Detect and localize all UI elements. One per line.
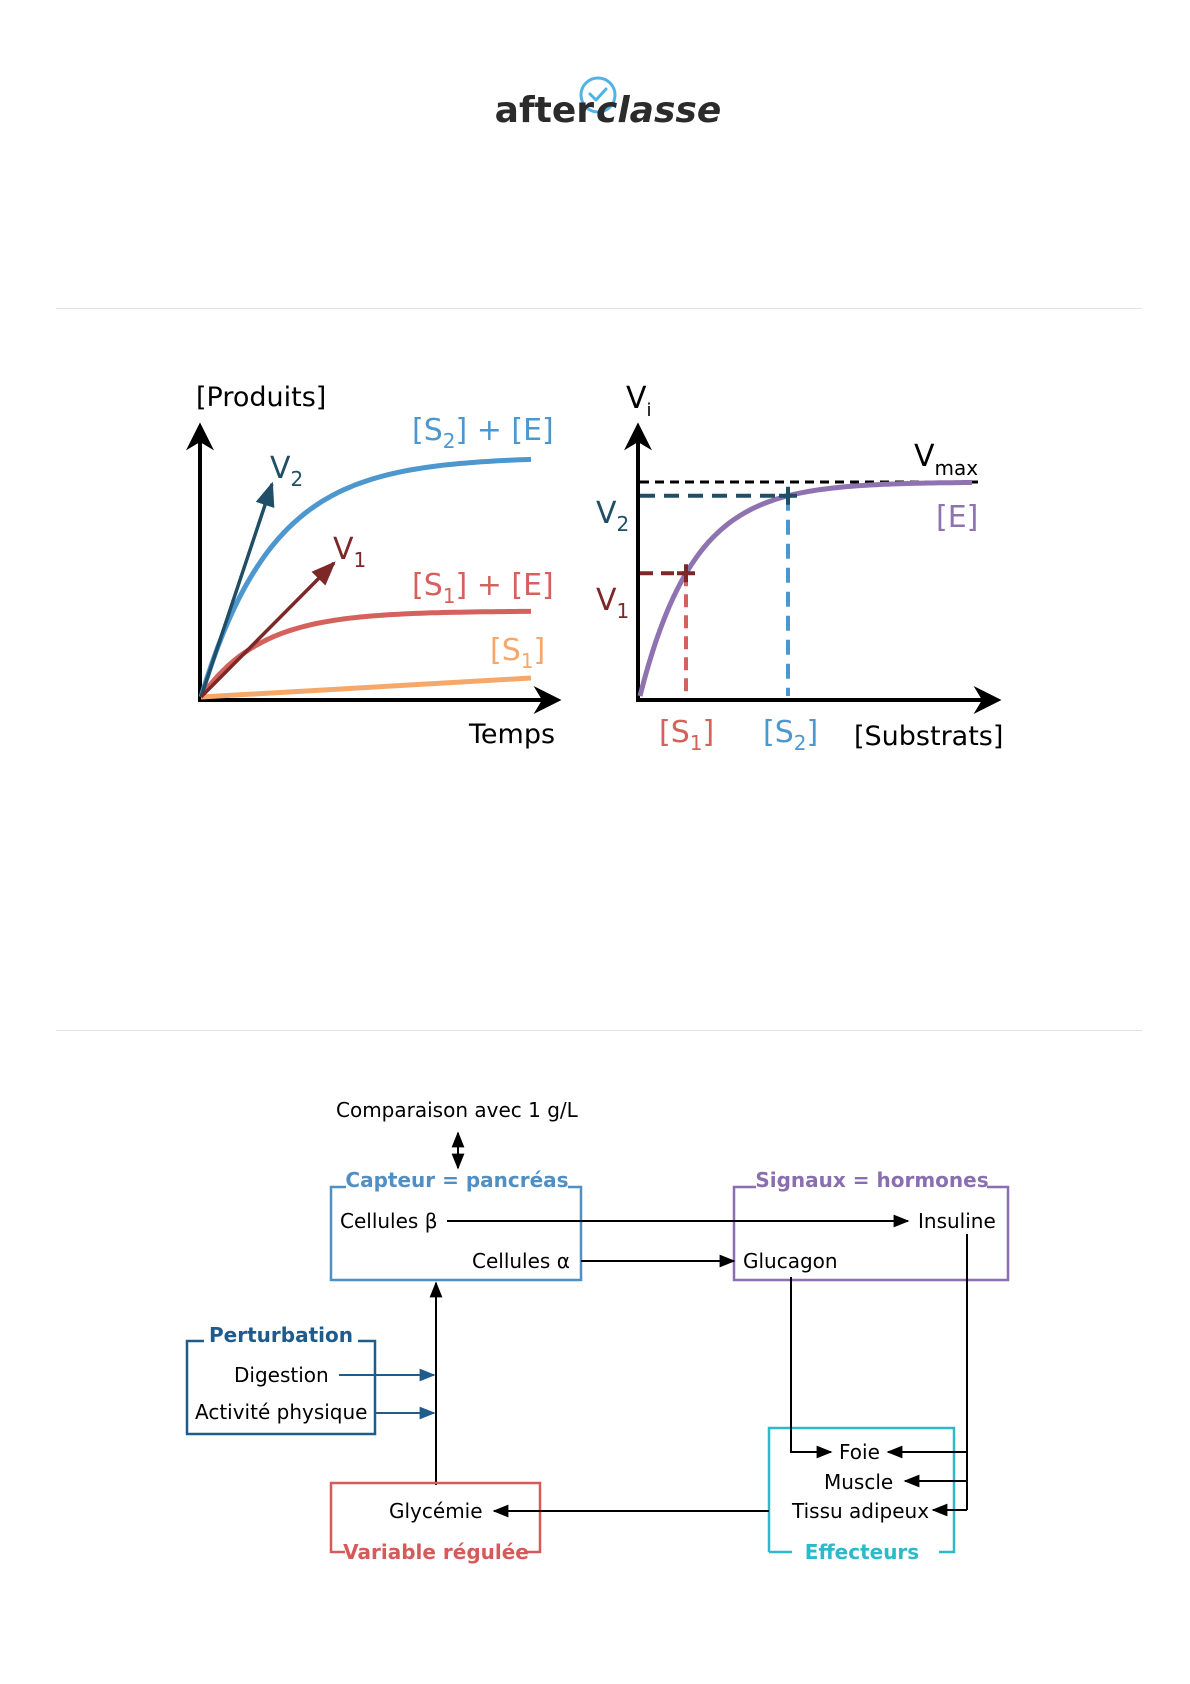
capteur-title: Capteur = pancréas — [345, 1168, 568, 1192]
tangent-label-v1: V1 — [333, 532, 366, 572]
glucagon-to-foie-arrow — [790, 1277, 833, 1459]
logo-clock-icon — [579, 76, 617, 114]
comparison-label: Comparaison avec 1 g/L — [336, 1098, 579, 1122]
divider — [56, 1030, 1142, 1031]
tangent-v2 — [199, 481, 275, 698]
y-axis-label: [Produits] — [196, 382, 326, 413]
signaux-title: Signaux = hormones — [755, 1168, 988, 1192]
effecteurs-box — [767, 1426, 956, 1554]
y-mark-v1: V1 — [596, 583, 629, 623]
michaelis-menten-curve — [637, 480, 972, 697]
glycemie-label: Glycémie — [389, 1499, 483, 1523]
y-mark-v2: V2 — [596, 496, 629, 536]
x-axis-label: Temps — [468, 719, 555, 750]
glycemia-regulation-diagram: Comparaison avec 1 g/L Capteur = pancréa… — [185, 1098, 1010, 1564]
series-line-s1-e — [198, 608, 531, 699]
variable-title: Variable régulée — [343, 1540, 529, 1564]
curve-label: [E] — [936, 500, 978, 535]
tangent-label-v2: V2 — [270, 451, 303, 491]
v1-marker — [677, 564, 695, 583]
perturbation-title: Perturbation — [209, 1323, 353, 1347]
logo: after classe — [495, 76, 721, 131]
chart-velocity-vs-substrate: Vi [Substrats] Vmax [E] V2 V1 [S1] [S2] — [596, 381, 1003, 755]
series-label-s1-e: [S1] + [E] — [412, 568, 554, 608]
digestion-label: Digestion — [234, 1363, 329, 1387]
chart-products-vs-time: [Produits] Temps V2 V1 [S2] + [E] [S1] +… — [186, 382, 562, 750]
series-label-s2-e: [S2] + [E] — [412, 413, 554, 453]
glucagon-label: Glucagon — [743, 1249, 838, 1273]
v2-marker — [779, 486, 797, 505]
tangent-v1 — [199, 561, 336, 699]
y-axis-label: Vi — [626, 381, 652, 421]
foie-label: Foie — [839, 1440, 880, 1464]
logo-text-classe: classe — [596, 90, 721, 131]
variable-box — [329, 1481, 542, 1554]
divider — [56, 308, 1142, 309]
cellules-beta: Cellules β — [340, 1209, 437, 1233]
series-line-s2-e — [198, 456, 532, 698]
tissu-label: Tissu adipeux — [791, 1499, 929, 1523]
series-line-s1 — [200, 675, 532, 700]
logo-text-after: after — [495, 90, 595, 131]
signaux-box — [732, 1185, 1010, 1282]
capteur-box — [329, 1185, 583, 1282]
series-label-s1: [S1] — [490, 633, 545, 673]
logo-check-icon — [588, 87, 608, 102]
x-mark-s1: [S1] — [659, 715, 714, 755]
x-axis-label: [Substrats] — [854, 721, 1003, 752]
x-mark-s2: [S2] — [763, 715, 818, 755]
activite-label: Activité physique — [195, 1400, 367, 1424]
muscle-label: Muscle — [824, 1470, 893, 1494]
insuline-label: Insuline — [918, 1209, 996, 1233]
cellules-alpha: Cellules α — [472, 1249, 570, 1273]
perturbation-box — [185, 1339, 377, 1436]
effecteurs-title: Effecteurs — [805, 1540, 919, 1564]
vmax-label: Vmax — [914, 439, 978, 480]
